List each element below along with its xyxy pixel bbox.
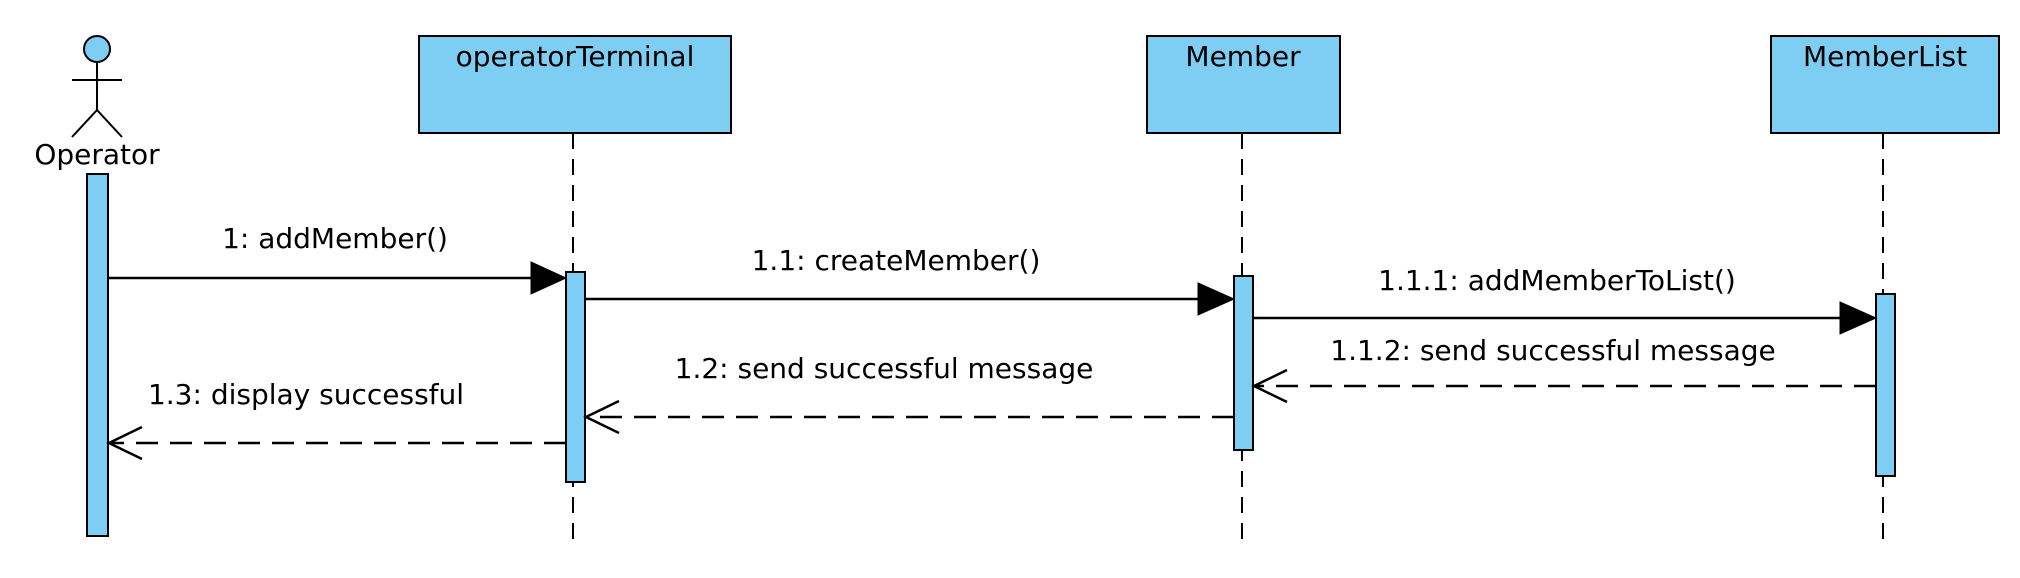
participant-operator-terminal[interactable]: operatorTerminal (418, 35, 732, 134)
message-label: 1.3: display successful (148, 378, 464, 411)
participant-box (418, 35, 732, 134)
participant-member[interactable]: Member (1146, 35, 1341, 134)
arrowhead-open (583, 399, 620, 435)
arrowhead-open (106, 425, 143, 461)
participant-label: Member (1185, 40, 1301, 73)
message-create-member[interactable]: 1.1: createMember() (585, 244, 1236, 316)
participant-member-list[interactable]: MemberList (1770, 35, 2000, 134)
message-add-member[interactable]: 1: addMember() (108, 222, 568, 295)
activation-member (1233, 275, 1254, 451)
arrowhead-filled (530, 261, 568, 295)
message-return-to-operator-terminal[interactable]: 1.2: send successful message (583, 352, 1234, 435)
message-label: 1.1: createMember() (752, 244, 1041, 277)
message-label: 1.2: send successful message (675, 352, 1094, 385)
actor-label: Operator (34, 138, 160, 171)
participant-box (1770, 35, 2000, 134)
actor-operator[interactable]: Operator (34, 35, 160, 171)
activation-member-list (1875, 293, 1896, 477)
message-return-to-member[interactable]: 1.1.2: send successful message (1251, 334, 1876, 404)
activation-operator (86, 173, 109, 537)
message-display-successful[interactable]: 1.3: display successful (106, 378, 566, 461)
message-label: 1: addMember() (222, 222, 448, 255)
message-label: 1.1.1: addMemberToList() (1378, 264, 1736, 297)
participant-label: operatorTerminal (456, 40, 695, 73)
message-add-member-to-list[interactable]: 1.1.1: addMemberToList() (1253, 264, 1878, 335)
participant-label: MemberList (1803, 40, 1967, 73)
participant-box (1146, 35, 1341, 134)
actor-left-leg (71, 109, 98, 138)
message-label: 1.1.2: send successful message (1330, 334, 1775, 367)
arrowhead-filled (1197, 282, 1236, 316)
actor-head (83, 35, 111, 63)
arrowhead-open (1251, 368, 1288, 404)
stick-figure-icon (71, 35, 123, 138)
activation-operator-terminal (565, 271, 586, 483)
actor-right-leg (96, 109, 123, 138)
arrowhead-filled (1839, 301, 1878, 335)
